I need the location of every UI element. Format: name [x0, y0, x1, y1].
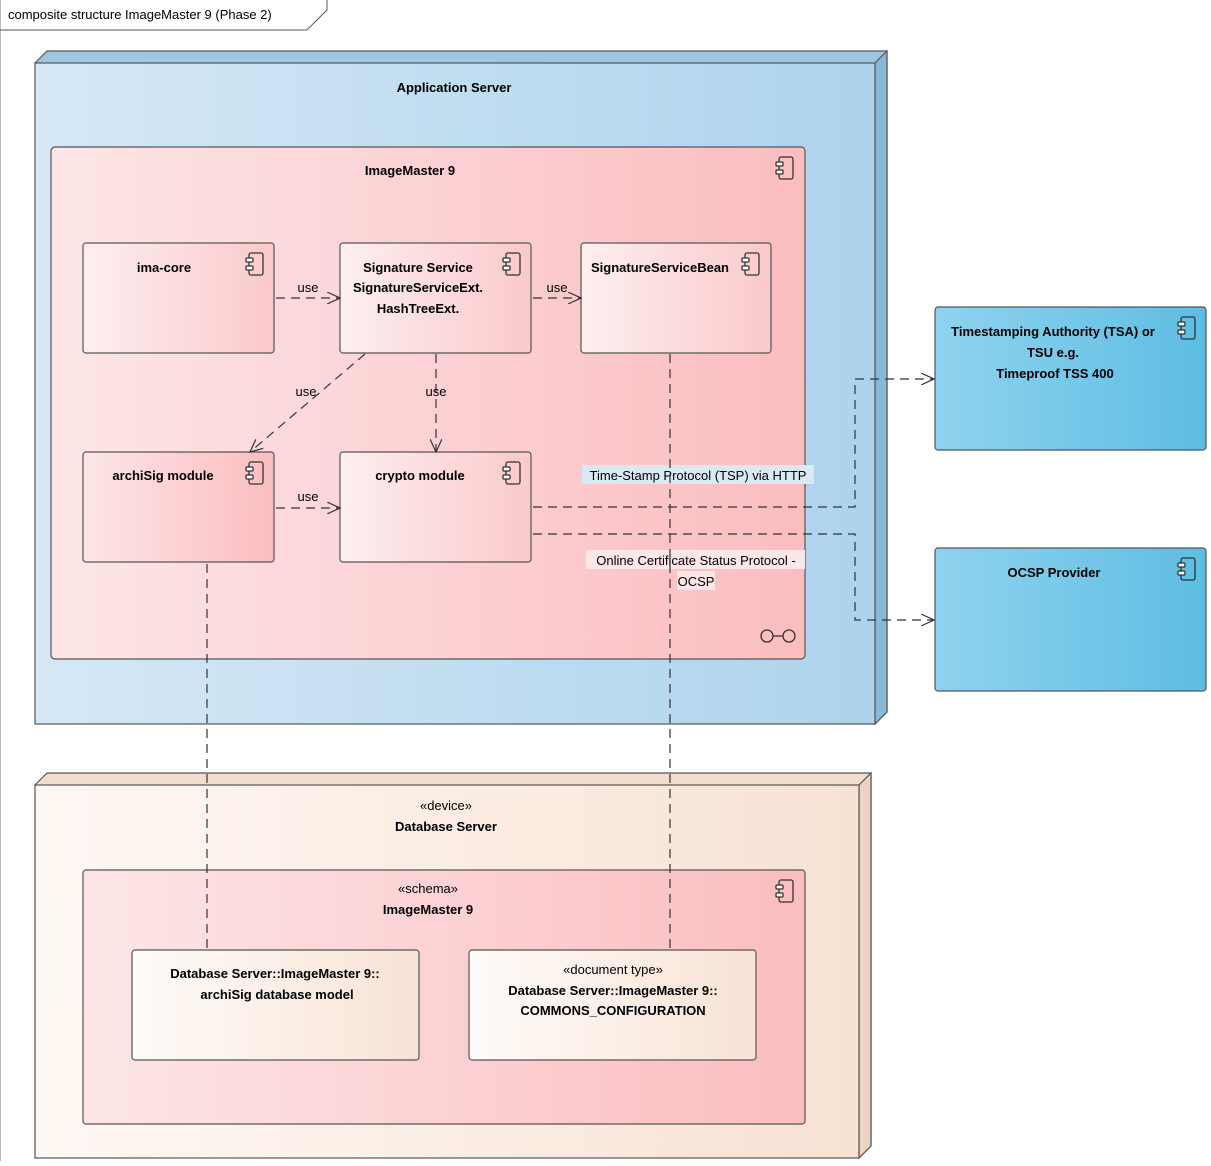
ima-core-label: ima-core — [137, 260, 191, 275]
archisig-database-model[interactable]: Database Server::ImageMaster 9:: archiSi… — [131, 949, 420, 1061]
signature-service-line-2: SignatureServiceExt. — [353, 280, 483, 295]
signature-service-bean-component[interactable]: SignatureServiceBean — [580, 242, 772, 354]
tsp-edge-label: Time-Stamp Protocol (TSP) via HTTP — [590, 468, 807, 483]
archisig-model-line-2: archiSig database model — [200, 987, 353, 1002]
tsp-label-background — [582, 465, 814, 484]
ocsp-edge-label-line-1: Online Certificate Status Protocol - — [596, 553, 795, 568]
archisig-module-label: archiSig module — [112, 468, 213, 483]
signature-service-line-1: Signature Service — [363, 260, 473, 275]
frame-title: composite structure ImageMaster 9 (Phase… — [8, 7, 272, 22]
ball-socket-icon — [760, 629, 796, 643]
edge-use-label: use — [547, 280, 568, 295]
archisig-model-line-1: Database Server::ImageMaster 9:: — [170, 966, 380, 981]
commons-configuration-document[interactable]: «document type» Database Server::ImageMa… — [468, 949, 757, 1061]
schema-stereotype: «schema» — [398, 881, 458, 896]
database-server-stereotype: «device» — [420, 798, 472, 813]
tsa-line-1: Timestamping Authority (TSA) or — [951, 324, 1155, 339]
tsa-line-3: Timeproof TSS 400 — [996, 366, 1114, 381]
crypto-module-label: crypto module — [375, 468, 465, 483]
edge-signature-service-to-archisig[interactable] — [250, 353, 366, 452]
diagram-frame: composite structure ImageMaster 9 (Phase… — [0, 0, 328, 1161]
tsa-component[interactable]: Timestamping Authority (TSA) or TSU e.g.… — [934, 306, 1207, 451]
edge-use-label: use — [298, 280, 319, 295]
edge-use-label: use — [296, 384, 317, 399]
tsa-line-2: TSU e.g. — [1027, 345, 1079, 360]
dependency-edges: use use use use use Time-Stamp Protocol … — [206, 280, 934, 950]
ocsp-provider-component[interactable]: OCSP Provider — [934, 547, 1207, 692]
signature-service-component[interactable]: Signature Service SignatureServiceExt. H… — [339, 242, 532, 354]
schema-title: ImageMaster 9 — [383, 902, 473, 917]
ocsp-label-background-2 — [677, 571, 715, 590]
commons-config-line-1: Database Server::ImageMaster 9:: — [508, 983, 718, 998]
application-server-title: Application Server — [397, 80, 512, 95]
ocsp-edge-label-line-2: OCSP — [678, 574, 715, 589]
ocsp-label-background-1 — [586, 550, 805, 569]
commons-config-stereotype: «document type» — [563, 962, 663, 977]
archisig-module-component[interactable]: archiSig module — [82, 451, 275, 563]
imagemaster-title: ImageMaster 9 — [365, 163, 455, 178]
signature-service-bean-label: SignatureServiceBean — [591, 260, 729, 275]
ima-core-component[interactable]: ima-core — [82, 242, 275, 354]
signature-service-line-3: HashTreeExt. — [377, 301, 459, 316]
crypto-module-component[interactable]: crypto module — [339, 451, 532, 563]
edge-use-label: use — [298, 489, 319, 504]
database-server-title: Database Server — [395, 819, 497, 834]
edge-use-label: use — [426, 384, 447, 399]
edge-crypto-to-ocsp[interactable] — [533, 533, 934, 620]
ocsp-provider-label: OCSP Provider — [1008, 565, 1101, 580]
commons-config-line-2: COMMONS_CONFIGURATION — [520, 1003, 705, 1018]
